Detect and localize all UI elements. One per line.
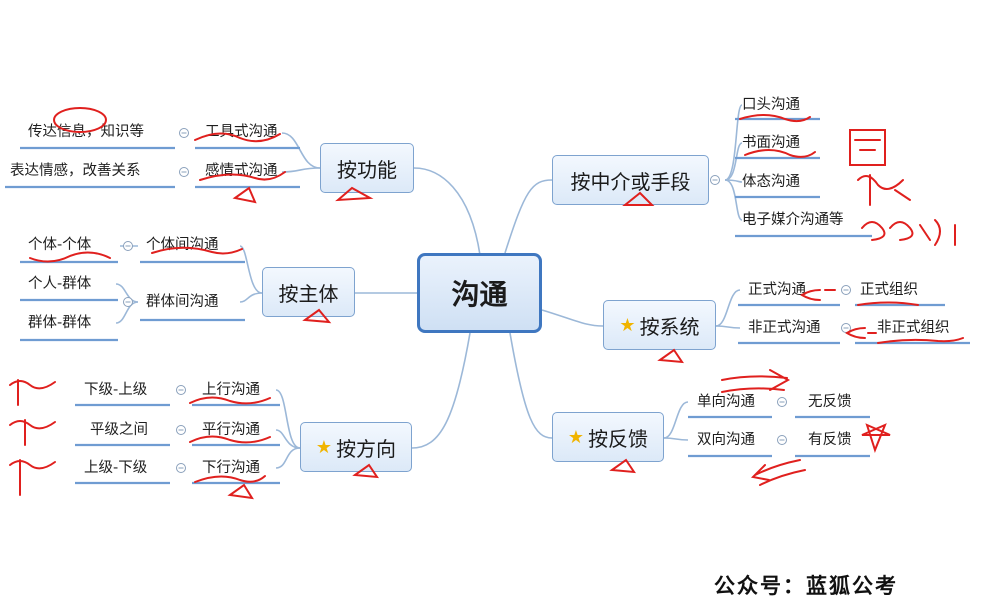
leaf-desc[interactable]: 个体-个体 [28, 237, 92, 253]
leaf-desc[interactable]: 表达情感，改善关系 [10, 163, 141, 179]
center-topic[interactable]: 沟通 [417, 253, 542, 333]
star-icon: ★ [315, 436, 333, 458]
leaf-desc[interactable]: 个人-群体 [28, 276, 92, 292]
leaf-type[interactable]: 电子媒介沟通等 [742, 212, 844, 228]
watermark-text: 公众号：蓝狐公考 [714, 573, 898, 598]
branch-system[interactable]: ★ 按系统 [603, 300, 716, 350]
leaf-type[interactable]: 书面沟通 [742, 135, 800, 151]
leaf-type[interactable]: 平行沟通 [202, 422, 260, 438]
leaf-type[interactable]: 口头沟通 [742, 97, 800, 113]
leaf-type[interactable]: 上行沟通 [202, 382, 260, 398]
leaf-desc[interactable]: 群体-群体 [28, 315, 92, 331]
leaf-org[interactable]: 正式组织 [860, 282, 918, 298]
connector-medium [504, 179, 553, 254]
leaf-feedback[interactable]: 有反馈 [808, 432, 852, 448]
leaf-type[interactable]: 单向沟通 [697, 394, 755, 410]
connector-direction [411, 332, 471, 449]
leaf-feedback[interactable]: 无反馈 [808, 394, 852, 410]
branch-feedback[interactable]: ★ 按反馈 [552, 412, 664, 462]
leaf-type[interactable]: 工具式沟通 [205, 124, 278, 140]
leaf-desc[interactable]: 上级-下级 [84, 460, 148, 476]
connector-function [413, 167, 481, 256]
leaf-type[interactable]: 群体间沟通 [146, 294, 219, 310]
leaf-type[interactable]: 体态沟通 [742, 174, 800, 190]
connector-system [541, 309, 604, 327]
branch-direction[interactable]: ★ 按方向 [300, 422, 412, 472]
branch-feedback-label: 按反馈 [588, 426, 649, 451]
leaf-org[interactable]: 非正式组织 [877, 320, 950, 336]
leaf-desc[interactable]: 下级-上级 [84, 382, 148, 398]
leaf-type[interactable]: 非正式沟通 [748, 320, 821, 336]
branch-function[interactable]: 按功能 [320, 143, 414, 193]
branch-direction-label: 按方向 [336, 436, 397, 461]
leaf-type[interactable]: 双向沟通 [697, 432, 755, 448]
star-icon: ★ [619, 314, 636, 336]
leaf-type[interactable]: 下行沟通 [202, 460, 260, 476]
branch-system-label: 按系统 [639, 314, 700, 339]
star-icon: ★ [567, 426, 585, 448]
connector-feedback [509, 332, 553, 439]
leaf-type[interactable]: 正式沟通 [748, 282, 806, 298]
branch-subject[interactable]: 按主体 [262, 267, 355, 317]
leaf-desc[interactable]: 平级之间 [90, 422, 148, 438]
